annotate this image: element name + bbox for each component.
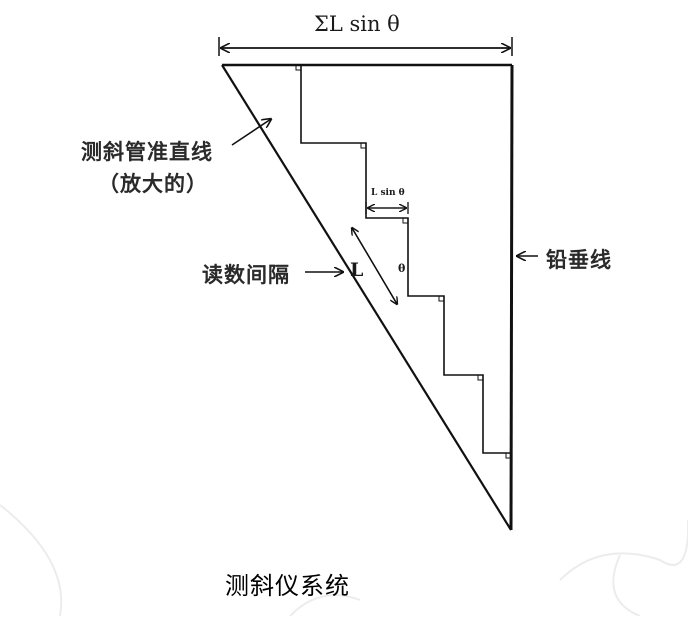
figure-caption: 测斜仪系统 xyxy=(225,572,350,600)
staircase-steps xyxy=(300,65,511,454)
interval-l-label: L xyxy=(350,259,364,281)
angle-theta-label: θ xyxy=(398,262,406,275)
casing-line-arrow xyxy=(231,119,271,146)
leader-arrows xyxy=(231,119,538,272)
right-angle-markers xyxy=(295,65,511,459)
main-triangle xyxy=(221,63,514,531)
total-displacement-label: ΣL sin θ xyxy=(314,12,400,36)
casing-alignment-line xyxy=(221,64,512,531)
step-displacement-label: L sin θ xyxy=(371,188,405,198)
casing-line-label: 测斜管准直线 xyxy=(81,140,213,164)
casing-line-sublabel: （放大的） xyxy=(98,172,208,196)
watermark-arcs xyxy=(0,504,688,617)
plumb-line xyxy=(509,64,514,531)
reading-interval-dimension xyxy=(352,228,397,304)
total-displacement-dimension xyxy=(218,37,513,56)
plumb-line-label: 铅垂线 xyxy=(546,248,612,272)
step-displacement-dimension xyxy=(365,202,409,214)
reading-interval-label: 读数间隔 xyxy=(202,263,290,287)
